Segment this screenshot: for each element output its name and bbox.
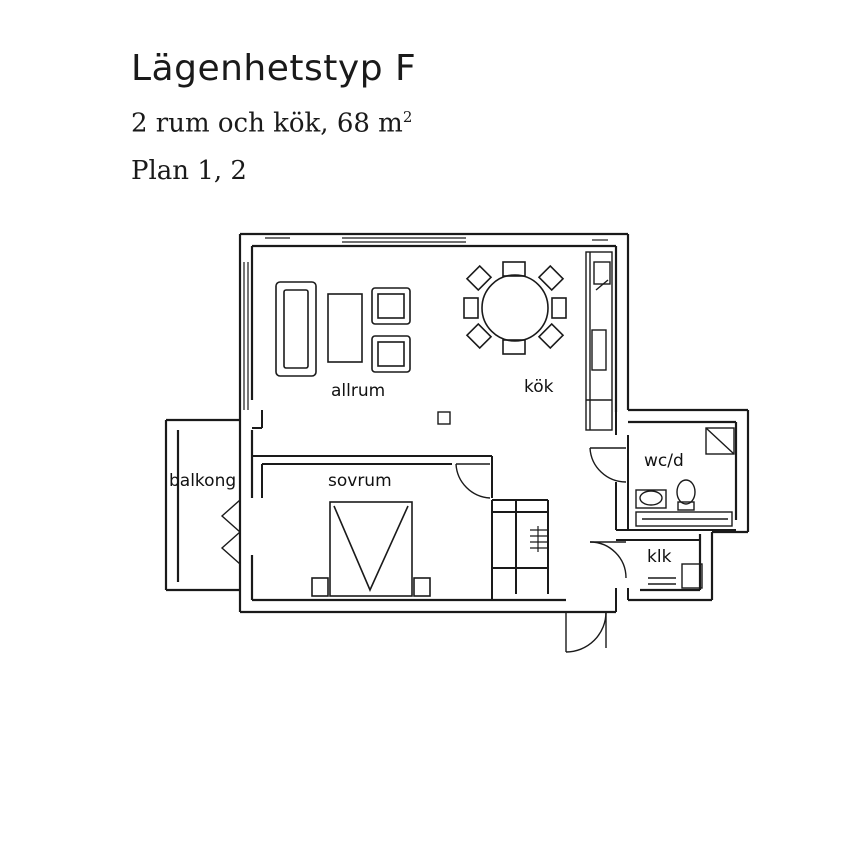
sofa (275, 281, 317, 377)
doors (220, 447, 627, 653)
room-label-allrum: allrum (331, 381, 385, 401)
plan-title: Lägenhetstyp F (131, 48, 417, 89)
kitchen-counter (585, 251, 613, 431)
utility-fixtures (648, 563, 703, 589)
interior-walls (252, 410, 736, 612)
area-unit-superscript: 2 (402, 108, 413, 126)
floor-levels: Plan 1, 2 (131, 156, 247, 186)
apartment-size: 2 rum och kök, 68 m2 (131, 108, 412, 139)
room-label-balkong: balkong (169, 471, 236, 491)
room-label-kok: kök (524, 377, 554, 397)
armchairs (371, 287, 411, 373)
bathroom-fixtures (635, 427, 735, 527)
rooms-and-area: 2 rum och kök, 68 m (131, 108, 403, 139)
room-label-sovrum: sovrum (328, 471, 392, 491)
column (437, 411, 451, 425)
closet-hangers (530, 526, 548, 552)
outer-walls (164, 232, 750, 614)
bed (311, 501, 431, 597)
room-label-wcd: wc/d (644, 451, 684, 471)
room-label-klk: klk (647, 547, 672, 567)
dining-table (463, 261, 567, 355)
top-windows (243, 237, 608, 410)
coffee-table (327, 293, 363, 363)
